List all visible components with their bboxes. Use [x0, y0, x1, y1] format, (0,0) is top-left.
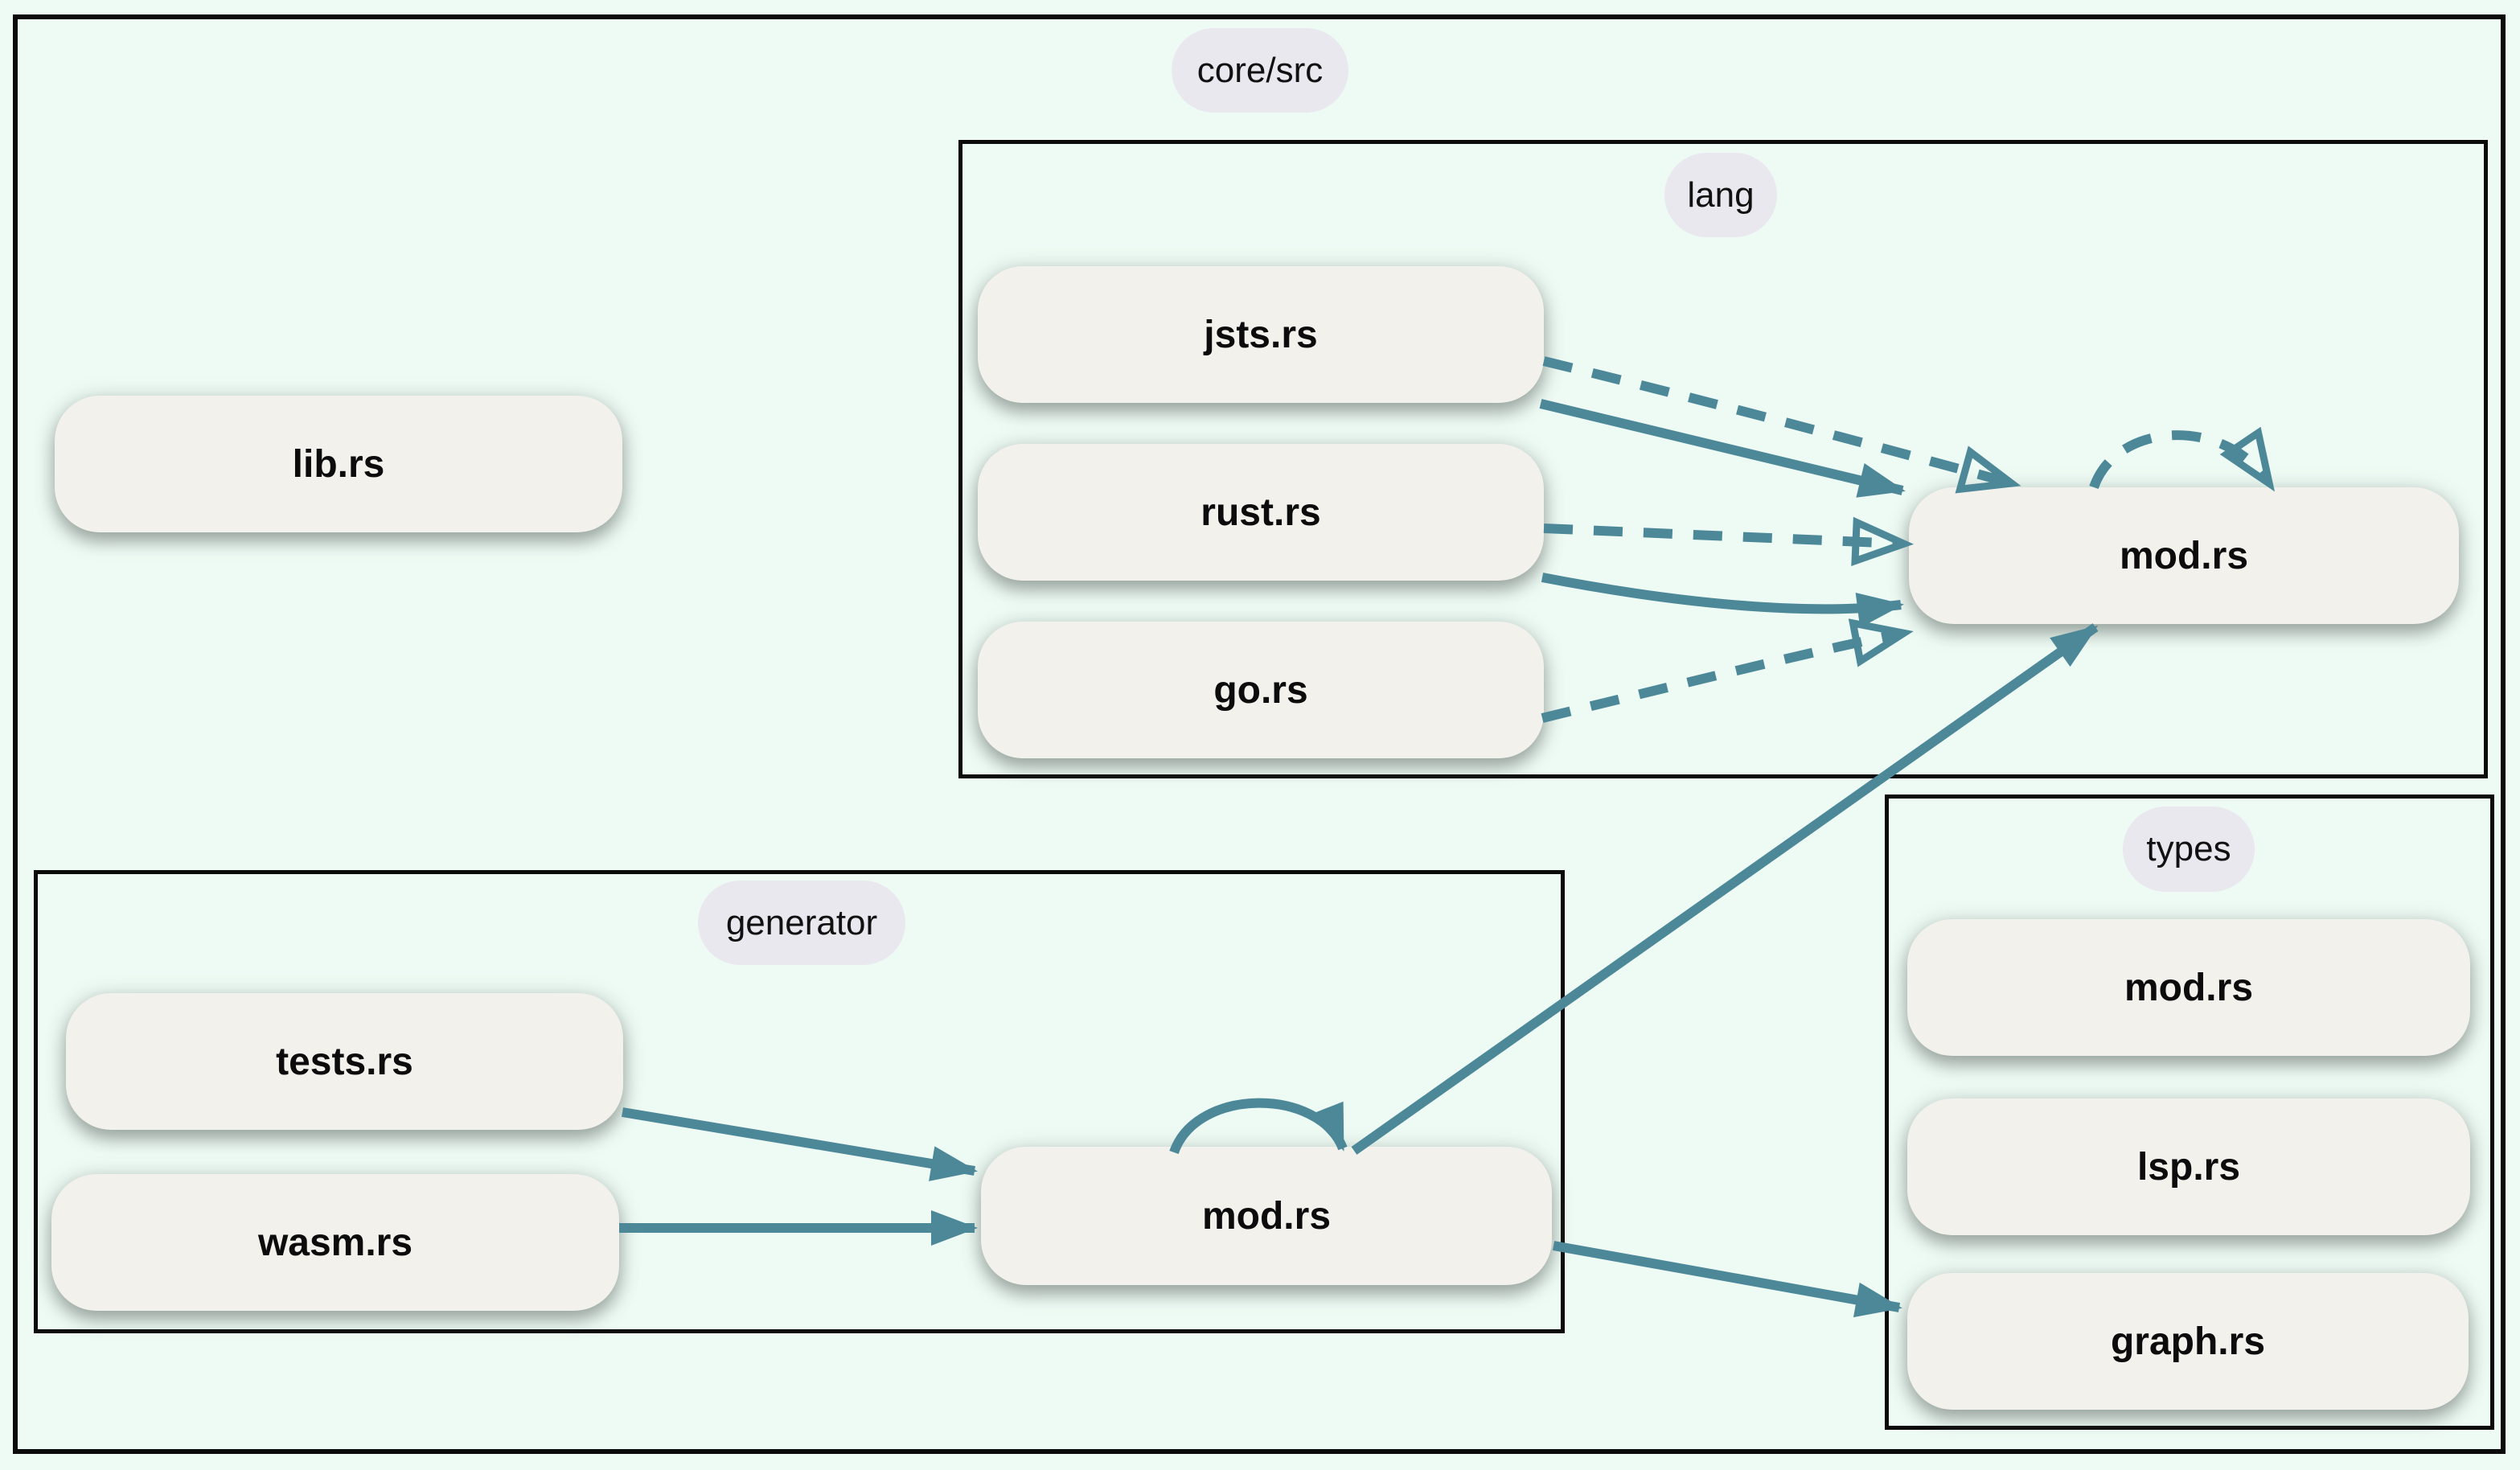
node-generator-mod-rs: mod.rs: [981, 1147, 1552, 1285]
node-generator-wasm-rs: wasm.rs: [51, 1174, 619, 1311]
group-label-lang: lang: [1664, 153, 1777, 237]
node-lang-mod-rs: mod.rs: [1909, 487, 2459, 624]
group-label-types: types: [2123, 807, 2255, 892]
node-types-mod-rs: mod.rs: [1907, 919, 2470, 1056]
node-types-lsp-rs: lsp.rs: [1907, 1098, 2470, 1235]
node-lib-rs: lib.rs: [55, 396, 622, 532]
group-label-generator: generator: [698, 881, 905, 965]
node-lang-jsts-rs: jsts.rs: [978, 266, 1544, 403]
group-label-core-src: core/src: [1172, 28, 1348, 113]
node-types-graph-rs: graph.rs: [1907, 1273, 2469, 1410]
node-generator-tests-rs: tests.rs: [66, 993, 623, 1130]
node-lang-rust-rs: rust.rs: [978, 444, 1544, 581]
node-lang-go-rs: go.rs: [978, 622, 1544, 758]
group-box-core-src: [13, 14, 2506, 1454]
